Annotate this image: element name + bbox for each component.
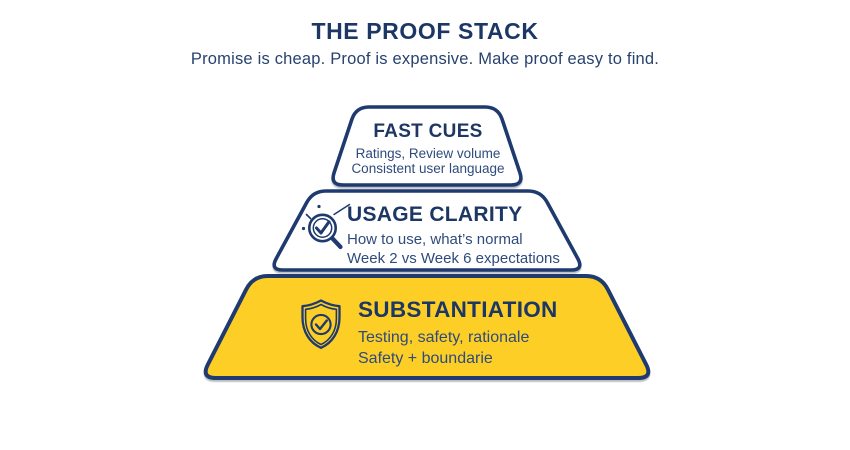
page-subtitle: Promise is cheap. Proof is expensive. Ma… bbox=[190, 50, 660, 68]
level-line: Testing, safety, rationale bbox=[358, 329, 530, 346]
page-title: THE PROOF STACK bbox=[311, 18, 539, 44]
level-substantiation: SUBSTANTIATION Testing, safety, rational… bbox=[358, 297, 638, 369]
level-line: Consistent user language bbox=[351, 161, 505, 176]
usage-clarity-shape bbox=[272, 189, 582, 272]
shield-check-icon bbox=[301, 299, 341, 349]
level-line: Week 2 vs Week 6 expectations bbox=[347, 250, 560, 267]
header: THE PROOF STACK Promise is cheap. Proof … bbox=[0, 18, 850, 69]
level-usage-clarity: USAGE CLARITY How to use, what’s normal … bbox=[347, 203, 587, 268]
level-line: How to use, what’s normal bbox=[347, 231, 523, 248]
level-heading: SUBSTANTIATION bbox=[358, 297, 558, 322]
magnifier-check-icon bbox=[301, 203, 351, 250]
fast-cues-shape bbox=[331, 105, 523, 187]
level-heading: FAST CUES bbox=[373, 121, 483, 142]
level-line: Ratings, Review volume bbox=[355, 146, 501, 161]
level-line: Safety + boundarie bbox=[358, 350, 493, 367]
level-heading: USAGE CLARITY bbox=[347, 203, 523, 226]
level-fast-cues: FAST CUES Ratings, Review volume Consist… bbox=[330, 121, 526, 176]
